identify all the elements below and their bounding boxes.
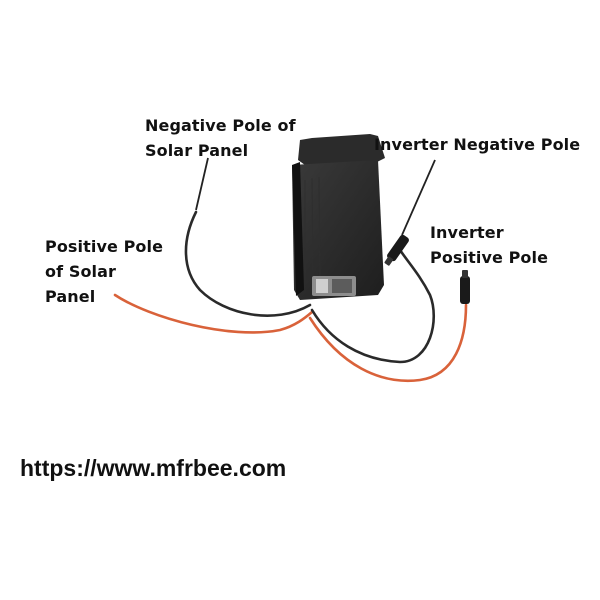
wire-inverter-positive	[308, 303, 468, 383]
watermark-url: https://www.mfrbee.com	[20, 455, 287, 481]
label-line: Inverter Negative Pole	[374, 135, 581, 154]
controller-device	[292, 134, 385, 300]
label-negative-pole-solar-panel: Negative Pole of Solar Panel	[145, 113, 296, 163]
wire-inverter-negative	[310, 248, 436, 364]
label-inverter-negative-pole: Inverter Negative Pole	[374, 132, 580, 157]
pointer-inverter-negative	[401, 159, 436, 236]
wire-positive-solar	[113, 293, 314, 334]
label-line: Positive Pole	[45, 237, 164, 256]
label-line: Positive Pole	[430, 248, 549, 267]
label-line: Inverter	[430, 223, 504, 242]
connector-negative-icon	[384, 234, 409, 266]
label-inverter-positive-pole: Inverter Positive Pole	[430, 220, 548, 270]
label-line: Negative Pole of	[145, 116, 296, 135]
label-line: of Solar	[45, 262, 117, 281]
connector-positive-icon	[460, 270, 470, 304]
label-line: Solar Panel	[145, 141, 249, 160]
label-positive-pole-solar-panel: Positive Pole of Solar Panel	[45, 234, 163, 309]
wire-negative-solar	[184, 210, 312, 317]
pointer-negative-solar	[195, 157, 209, 211]
label-line: Panel	[45, 287, 96, 306]
